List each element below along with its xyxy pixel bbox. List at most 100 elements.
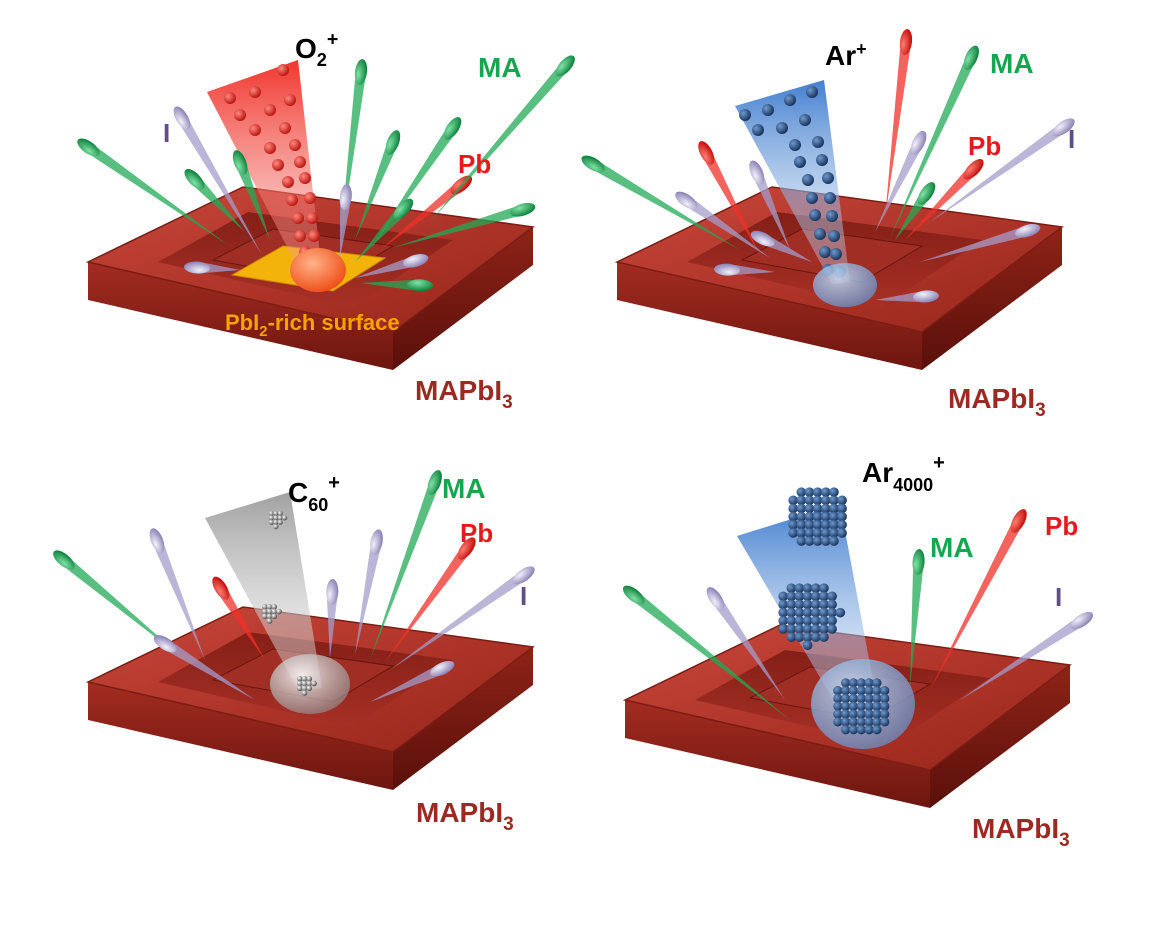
o2-ion: [224, 92, 236, 104]
ma-fragment: [355, 198, 414, 262]
ar-ion: [822, 172, 834, 184]
ma-fragment-trail: [92, 147, 228, 245]
ma-fragment: [430, 55, 575, 222]
iodine-fragment: [920, 223, 1041, 262]
iodine-fragment-head: [149, 528, 165, 553]
iodine-fragment-trail: [169, 643, 255, 700]
iodine-fragment: [714, 263, 775, 276]
ma-fragment-head: [232, 150, 248, 175]
ma-label: MA: [930, 532, 974, 563]
iodine-fragment-trail: [370, 667, 438, 702]
o2-ion: [292, 212, 304, 224]
ma-fragment-head: [963, 45, 979, 70]
o2-ion: [264, 104, 276, 116]
slab-front-side: [88, 682, 393, 790]
ma-fragment-head: [510, 202, 536, 217]
ma-fragment: [890, 45, 979, 238]
o2-ion: [294, 156, 306, 168]
pb-fragment-trail: [885, 49, 910, 218]
iodine-fragment: [390, 566, 535, 670]
pb-fragment: [930, 509, 1027, 690]
slab-front-side: [617, 262, 922, 370]
ma-fragment-trail: [597, 163, 740, 250]
ma-fragment: [360, 279, 433, 292]
o2-ion: [282, 176, 294, 188]
slab-front-side: [625, 700, 930, 808]
ma-fragment-head: [427, 470, 442, 495]
surface-label: PbI2-rich surface: [225, 310, 400, 340]
ma-fragment-trail: [370, 488, 437, 660]
ar-ion: [799, 114, 811, 126]
ar-ion: [809, 209, 821, 221]
pb-label: Pb: [1045, 511, 1078, 541]
iodine-fragment: [355, 254, 429, 278]
iodine-fragment: [960, 611, 1094, 700]
iodine-fragment: [339, 184, 352, 258]
ma-fragment-head: [622, 585, 645, 605]
ar-ion: [814, 228, 826, 240]
ma-fragment-head: [407, 279, 433, 292]
iodine-fragment-head: [714, 263, 740, 276]
ar-ion: [784, 94, 796, 106]
i-label: I: [520, 581, 527, 611]
i-label: I: [163, 118, 170, 148]
beam-label: O2+: [295, 28, 338, 69]
iodine-fragment-trail: [155, 546, 205, 660]
ma-fragment-trail: [355, 211, 402, 262]
pb-fragment-head: [212, 576, 230, 600]
o2-ion: [294, 230, 306, 242]
ma-fragment-trail: [238, 168, 270, 240]
pb-fragment-trail: [380, 186, 459, 250]
iodine-fragment-trail: [734, 265, 775, 275]
substrate-label: MAPbI3: [416, 797, 514, 835]
o2-ion: [299, 172, 311, 184]
pb-label: Pb: [458, 149, 491, 179]
iodine-fragment-head: [750, 230, 775, 247]
ma-fragment-trail: [392, 207, 517, 248]
iodine-fragment: [675, 191, 770, 258]
slab-right-side: [922, 227, 1062, 370]
ar-ion: [794, 156, 806, 168]
ma-fragment: [355, 130, 401, 240]
iodine-fragment: [153, 635, 255, 700]
ar-ion: [806, 192, 818, 204]
pb-label: Pb: [968, 131, 1001, 161]
pb-fragment: [905, 159, 984, 240]
ma-fragment-trail: [66, 561, 185, 660]
ar-impact-bubble: [813, 263, 877, 307]
ar-ion: [819, 246, 831, 258]
ma-label: MA: [442, 473, 486, 504]
ma-fragment: [895, 182, 936, 240]
iodine-fragment: [355, 529, 383, 655]
ma-fragment-head: [443, 117, 462, 140]
i-label: I: [1055, 582, 1062, 612]
ma-fragment-trail: [910, 569, 923, 686]
ma-fragment-head: [555, 55, 575, 77]
ar-ion: [816, 154, 828, 166]
iodine-fragment: [875, 290, 939, 303]
ar-ion: [752, 124, 764, 136]
iodine-fragment-head: [1070, 611, 1094, 630]
ma-fragment: [910, 549, 925, 686]
ar-ion: [762, 104, 774, 116]
ma-fragment: [392, 202, 536, 248]
pb-fragment: [212, 576, 265, 660]
iodine-fragment: [173, 106, 262, 255]
iodine-fragment-trail: [355, 549, 380, 655]
ma-fragment: [77, 138, 228, 245]
iodine-fragment: [326, 579, 339, 658]
ma-fragment: [184, 168, 245, 232]
iodine-fragment-head: [339, 184, 352, 210]
iodine-fragment-head: [1052, 118, 1075, 137]
ma-fragment-trail: [355, 148, 395, 240]
ma-fragment-head: [77, 138, 100, 157]
ma-fragment-head: [393, 198, 414, 220]
iodine-fragment-trail: [920, 228, 1022, 262]
c60-molecule: [268, 510, 288, 530]
iodine-fragment: [930, 118, 1075, 222]
o2-ion: [308, 230, 320, 242]
ma-fragment: [581, 155, 740, 250]
iodine-fragment-head: [910, 130, 927, 155]
